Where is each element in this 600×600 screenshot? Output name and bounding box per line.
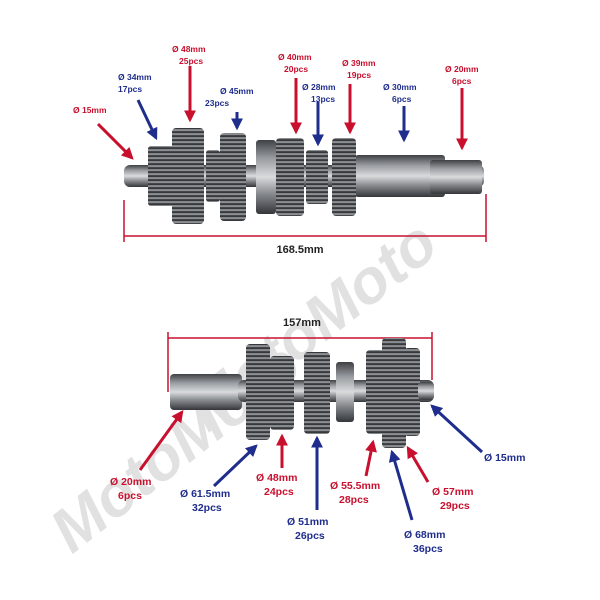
- top-spacer: [256, 140, 276, 214]
- top-label-d28-count: 13pcs: [311, 94, 335, 104]
- bottom-label-d61_5-size: Ø 61.5mm: [180, 488, 230, 500]
- bottom-shaft-spline: [170, 374, 242, 410]
- bottom-shaft: 157mm Ø 20mm 6pcs Ø 61.5mm: [110, 317, 525, 555]
- bottom-label-d68-size: Ø 68mm: [404, 529, 445, 541]
- top-gear-small: [206, 150, 220, 202]
- bottom-label-d20-size: Ø 20mm: [110, 476, 151, 488]
- top-label-d28-size: Ø 28mm: [302, 82, 336, 92]
- bottom-gear-d68: [382, 338, 406, 448]
- bottom-callout-arrows: [138, 404, 484, 521]
- top-label-d20-size: Ø 20mm: [445, 64, 479, 74]
- bottom-gear-d48: [270, 356, 294, 430]
- bottom-label-d51-count: 26pcs: [295, 530, 325, 542]
- bottom-callout-labels: Ø 20mm 6pcs Ø 61.5mm 32pcs Ø 48mm 24pcs …: [110, 452, 525, 555]
- top-callout-arrows: [96, 66, 468, 160]
- bottom-spacer: [336, 362, 354, 422]
- bottom-gear-d61_5: [246, 344, 270, 440]
- top-shaft: 168.5mm Ø 15mm Ø 34mm 17pcs Ø 48mm 25pcs…: [73, 44, 487, 256]
- bottom-label-d57-count: 29pcs: [440, 500, 470, 512]
- top-length-label: 168.5mm: [276, 244, 323, 256]
- top-label-d15-size: Ø 15mm: [73, 105, 107, 115]
- top-length-dimension: 168.5mm: [123, 194, 487, 256]
- top-label-d20-count: 6pcs: [452, 76, 472, 86]
- bottom-label-d57-size: Ø 57mm: [432, 486, 473, 498]
- top-label-d48-count: 25pcs: [179, 56, 203, 66]
- bottom-gear-d55_5: [366, 350, 384, 434]
- bottom-label-d68-count: 36pcs: [413, 543, 443, 555]
- bottom-length-dimension: 157mm: [167, 317, 433, 392]
- bottom-shaft-end: [418, 382, 434, 400]
- top-label-d30-size: Ø 30mm: [383, 82, 417, 92]
- top-label-d40-size: Ø 40mm: [278, 52, 312, 62]
- bottom-label-d48-size: Ø 48mm: [256, 472, 297, 484]
- top-label-d34-size: Ø 34mm: [118, 72, 152, 82]
- bottom-label-d61_5-count: 32pcs: [192, 502, 222, 514]
- top-label-d48-size: Ø 48mm: [172, 44, 206, 54]
- top-shaft-spline: [430, 160, 482, 194]
- top-gear-d34: [148, 146, 174, 206]
- top-gear-d48: [172, 128, 204, 224]
- top-shaft-collar: [355, 155, 445, 197]
- top-label-d45-size: Ø 45mm: [220, 86, 254, 96]
- top-gear-d28: [306, 150, 328, 204]
- top-label-d45-count: 23pcs: [205, 98, 229, 108]
- top-label-d39-size: Ø 39mm: [342, 58, 376, 68]
- bottom-label-d48-count: 24pcs: [264, 486, 294, 498]
- top-label-d39-count: 19pcs: [347, 70, 371, 80]
- top-label-d34-count: 17pcs: [118, 84, 142, 94]
- top-callout-labels: Ø 15mm Ø 34mm 17pcs Ø 48mm 25pcs Ø 45mm …: [73, 44, 479, 115]
- bottom-label-d55_5-count: 28pcs: [339, 494, 369, 506]
- top-gear-d40: [276, 138, 304, 216]
- bottom-label-d20-count: 6pcs: [118, 490, 142, 502]
- top-label-d30-count: 6pcs: [392, 94, 412, 104]
- bottom-gear-d57: [404, 348, 420, 436]
- bottom-gear-d51: [304, 352, 330, 434]
- top-gear-d45: [220, 133, 246, 221]
- top-gear-d39: [332, 138, 356, 216]
- bottom-label-d55_5-size: Ø 55.5mm: [330, 480, 380, 492]
- bottom-label-d15-size: Ø 15mm: [484, 452, 525, 464]
- top-label-d40-count: 20pcs: [284, 64, 308, 74]
- bottom-length-label: 157mm: [283, 317, 321, 329]
- bottom-label-d51-size: Ø 51mm: [287, 516, 328, 528]
